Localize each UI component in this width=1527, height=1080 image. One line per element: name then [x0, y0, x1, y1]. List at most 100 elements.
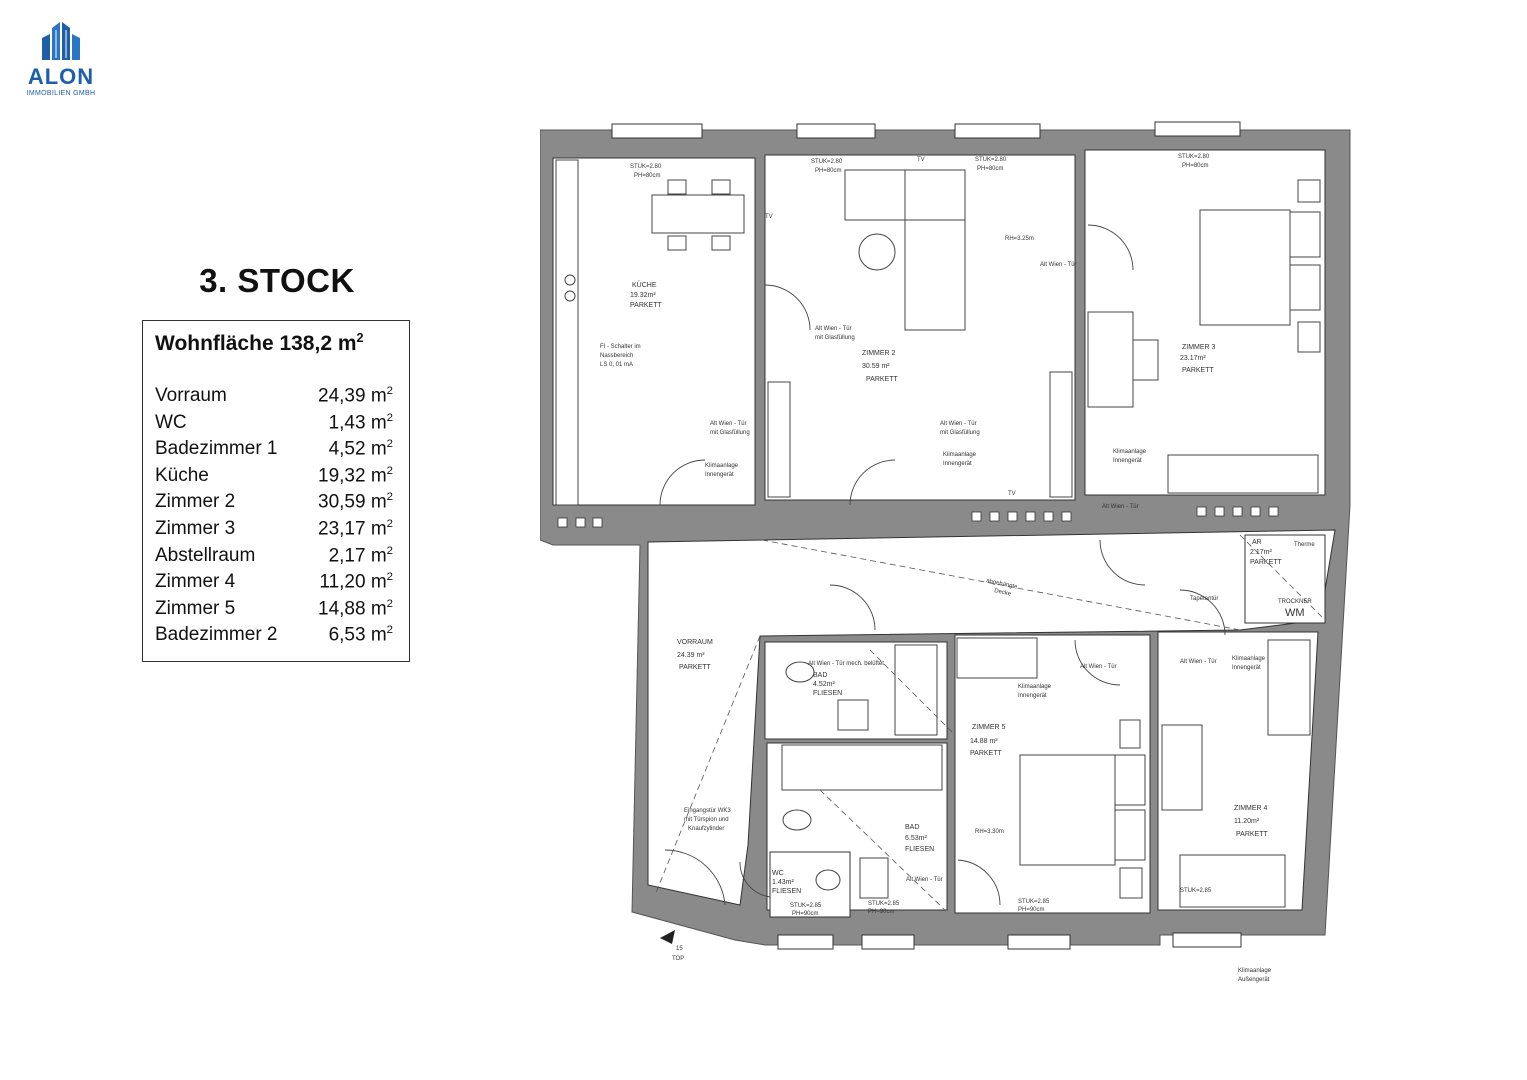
svg-text:PH=80cm: PH=80cm	[977, 166, 1004, 172]
svg-text:Nassbereich: Nassbereich	[600, 353, 633, 359]
svg-text:STUK=2.80: STUK=2.80	[630, 164, 662, 170]
svg-text:STUK=2.80: STUK=2.80	[811, 159, 843, 165]
washing-machine-label: WM	[1285, 607, 1305, 619]
ar-floor: PARKETT	[1250, 559, 1282, 566]
svg-text:Eingangstür WK3: Eingangstür WK3	[684, 808, 731, 814]
svg-text:RH=3.25m: RH=3.25m	[1005, 236, 1034, 242]
zimmer3-floor: PARKETT	[1182, 367, 1214, 374]
windows-top	[611, 121, 1242, 950]
svg-text:RH=3.30m: RH=3.30m	[975, 829, 1004, 835]
kueche-area: 19.32m²	[630, 292, 656, 299]
svg-text:Alt Wien - Tür: Alt Wien - Tür	[906, 877, 943, 883]
svg-text:mit Türspion und: mit Türspion und	[684, 817, 729, 823]
zimmer2-name: ZIMMER 2	[862, 350, 896, 357]
room-interiors	[552, 149, 1336, 918]
room-ar	[1244, 534, 1326, 624]
heater-markers	[557, 506, 1279, 528]
zimmer2-area: 30.59 m²	[862, 363, 890, 370]
svg-text:Innengerät: Innengerät	[1018, 693, 1047, 699]
zimmer5-area: 14.88 m²	[970, 738, 998, 745]
room-wc	[769, 851, 851, 918]
zimmer3-name: ZIMMER 3	[1182, 344, 1216, 351]
svg-text:Alt Wien - Tür: Alt Wien - Tür	[940, 421, 977, 427]
kueche-name: KÜCHE	[632, 281, 657, 289]
svg-text:Klimaanlage: Klimaanlage	[1113, 449, 1147, 455]
svg-text:Tapetentür: Tapetentür	[1190, 596, 1218, 602]
svg-text:Knaufzylinder: Knaufzylinder	[688, 826, 724, 832]
wc-floor: FLIESEN	[772, 888, 801, 895]
kueche-floor: PARKETT	[630, 302, 662, 309]
svg-text:mit Glasfüllung: mit Glasfüllung	[815, 335, 855, 341]
floor-plan: KÜCHE 19.32m² PARKETT ZIMMER 2 30.59 m² …	[540, 121, 1351, 983]
bad1-name: BAD	[813, 672, 827, 679]
svg-text:STUK=2.80: STUK=2.80	[975, 157, 1007, 163]
svg-text:PH=90cm: PH=90cm	[1018, 907, 1045, 913]
bad2-name: BAD	[905, 824, 919, 831]
svg-text:Innengerät: Innengerät	[943, 461, 972, 467]
zimmer3-area: 23.17m²	[1180, 355, 1206, 362]
svg-text:FI - Schalter im: FI - Schalter im	[600, 344, 641, 350]
room-bad-1	[764, 641, 948, 740]
bad1-floor: FLIESEN	[813, 690, 842, 697]
svg-text:Klimaanlage: Klimaanlage	[1232, 656, 1266, 662]
room-zimmer-4	[1157, 631, 1319, 911]
door-swings	[659, 224, 1226, 906]
svg-text:PH=90cm: PH=90cm	[792, 911, 819, 917]
svg-text:PH=80cm: PH=80cm	[1182, 163, 1209, 169]
furniture	[555, 159, 1321, 908]
svg-text:STUK=2.80: STUK=2.80	[1178, 154, 1210, 160]
svg-text:Alt Wien - Tür: Alt Wien - Tür	[1080, 664, 1117, 670]
vorraum-area: 24.39 m²	[677, 652, 705, 659]
svg-text:15: 15	[676, 946, 683, 952]
company-logo: ALON IMMOBILIEN GMBH	[20, 20, 102, 100]
svg-text:PH=80cm: PH=80cm	[634, 173, 661, 179]
svg-text:Klimaanlage: Klimaanlage	[705, 463, 739, 469]
svg-text:Alt Wien - Tür: Alt Wien - Tür	[1040, 262, 1077, 268]
zimmer5-name: ZIMMER 5	[972, 724, 1006, 731]
svg-text:Alt Wien - Tür: Alt Wien - Tür	[1102, 504, 1139, 510]
svg-text:Innengerät: Innengerät	[705, 472, 734, 478]
bad1-area: 4.52m²	[813, 681, 835, 688]
building-logo-icon	[42, 22, 80, 60]
room-kueche	[552, 157, 756, 506]
svg-text:Decke: Decke	[994, 588, 1013, 598]
svg-text:Therme: Therme	[1294, 542, 1315, 548]
bad2-floor: FLIESEN	[905, 846, 934, 853]
svg-text:STUK=2.85: STUK=2.85	[1018, 899, 1050, 905]
room-zimmer-3	[1084, 149, 1326, 496]
svg-text:TV: TV	[765, 214, 773, 220]
ar-name: AR	[1252, 539, 1262, 546]
svg-text:mit Glasfüllung: mit Glasfüllung	[710, 430, 750, 436]
logo-name: ALON	[27, 64, 95, 89]
svg-text:Innengerät: Innengerät	[1232, 665, 1261, 671]
ar-area: 2.17m²	[1250, 549, 1272, 556]
living-area-heading: Wohnfläche 138,2 m2	[155, 331, 364, 355]
bad2-area: 6.53m²	[905, 835, 927, 842]
wc-name: WC	[772, 870, 784, 877]
svg-text:PH=80cm: PH=80cm	[815, 168, 842, 174]
svg-text:Außengerät: Außengerät	[1238, 977, 1270, 983]
vorraum-floor: PARKETT	[679, 664, 711, 671]
zimmer5-floor: PARKETT	[970, 750, 1002, 757]
svg-text:LS 0, 01 mA: LS 0, 01 mA	[600, 362, 633, 368]
room-zimmer-5	[954, 634, 1151, 914]
svg-text:Alt Wien - Tür: Alt Wien - Tür	[710, 421, 747, 427]
svg-text:TV: TV	[1008, 491, 1016, 497]
svg-text:Alt Wien - Tür: Alt Wien - Tür	[1180, 659, 1217, 665]
floor-title: 3. STOCK	[199, 262, 355, 299]
room-labels: KÜCHE 19.32m² PARKETT ZIMMER 2 30.59 m² …	[630, 281, 1282, 895]
svg-text:STUK=2.85: STUK=2.85	[790, 903, 822, 909]
zimmer2-floor: PARKETT	[866, 376, 898, 383]
